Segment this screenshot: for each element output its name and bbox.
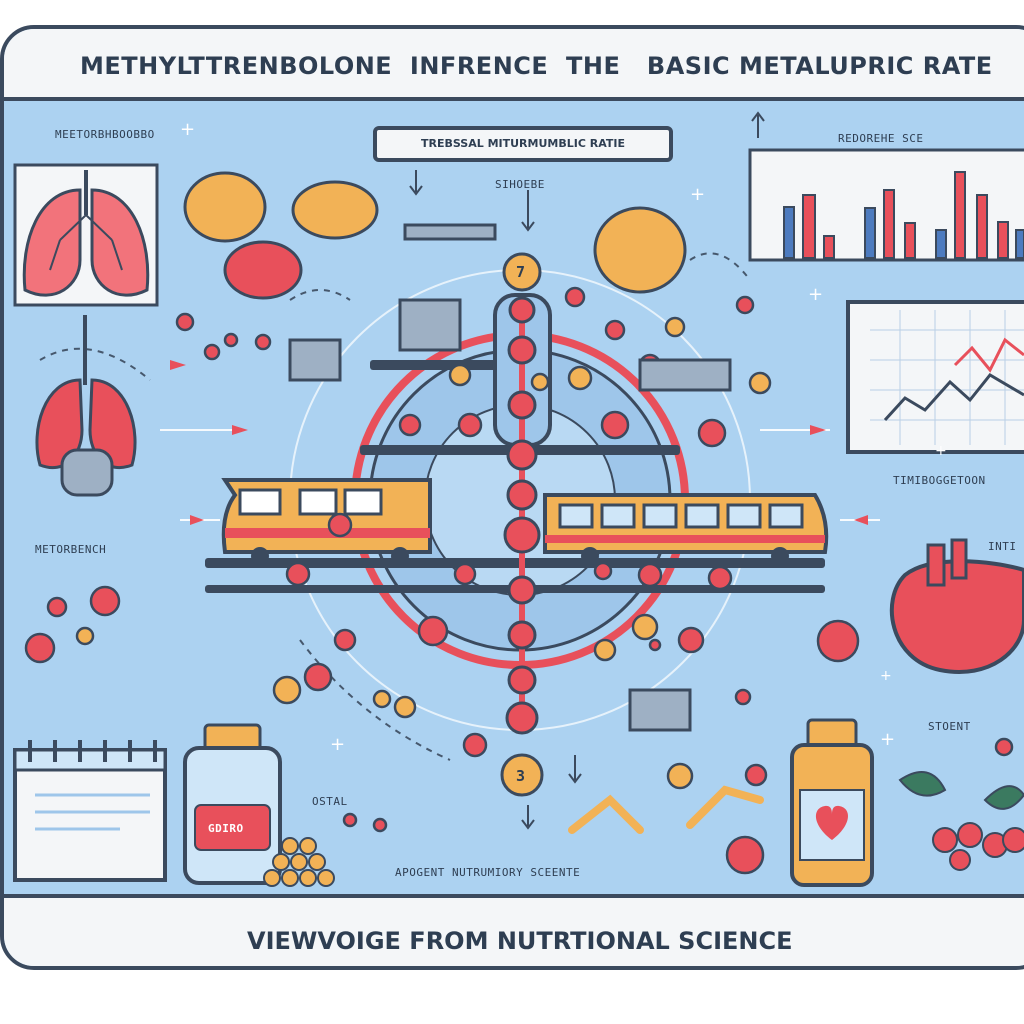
sparkle-icons: + + + + + + + bbox=[180, 119, 947, 755]
svg-text:+: + bbox=[935, 443, 947, 459]
label-lower-right: STOENT bbox=[928, 720, 971, 733]
plant-icon bbox=[898, 771, 1024, 871]
brain-icon bbox=[183, 171, 687, 294]
down-arrow-icons bbox=[409, 111, 765, 830]
supplement-bottle-icon bbox=[790, 718, 874, 887]
train-right-icon bbox=[543, 493, 829, 565]
svg-text:+: + bbox=[330, 734, 345, 755]
lungs-icon-lower bbox=[35, 315, 137, 497]
arrow-icons bbox=[170, 360, 868, 525]
calendar-icon bbox=[13, 740, 167, 882]
footer-band bbox=[4, 894, 1024, 966]
label-top-right: REDOREHE SCE bbox=[838, 132, 924, 145]
bottle-label: GDIRO bbox=[208, 822, 244, 835]
train-left-icon bbox=[221, 478, 432, 565]
line-chart-icon bbox=[846, 300, 1024, 454]
scattered-molecules-orange bbox=[75, 316, 772, 790]
machine-icon bbox=[288, 223, 732, 732]
page-title: METHYLTTRENBOLONE INFRENCE THE BASIC MET… bbox=[80, 52, 993, 80]
header-band bbox=[4, 29, 1024, 101]
heart-icon bbox=[889, 538, 1024, 674]
pill-icon bbox=[263, 837, 335, 887]
molecule-chain-icon bbox=[493, 252, 552, 797]
label-bottom-center: APOGENT NUTRUMIORY SCEENTE bbox=[395, 866, 581, 879]
label-top-left: MEETORBHBOOBBO bbox=[55, 128, 155, 141]
svg-text:+: + bbox=[880, 668, 892, 684]
label-lower-center-left: OSTAL bbox=[312, 795, 348, 808]
bar-chart-icon bbox=[748, 148, 1024, 262]
svg-text:+: + bbox=[690, 184, 705, 205]
organ-icon bbox=[223, 240, 303, 300]
svg-text:+: + bbox=[180, 119, 195, 140]
footer-title: VIEWVOIGE FROM NUTRTIONAL SCIENCE bbox=[247, 927, 793, 955]
label-right-partial: INTI bbox=[988, 540, 1017, 553]
molecule-link-icon bbox=[568, 785, 764, 834]
label-middle-right: TIMIBOGGETOON bbox=[893, 474, 986, 487]
step-number-bottom: 3 bbox=[516, 767, 526, 785]
lungs-icon bbox=[13, 163, 159, 307]
step-number-top: 7 bbox=[516, 263, 526, 281]
label-top-center: SIHOEBE bbox=[495, 178, 545, 191]
label-middle-left: METORBENCH bbox=[35, 543, 107, 556]
svg-text:+: + bbox=[880, 729, 895, 750]
bottle-icon bbox=[183, 723, 282, 885]
center-tag: TREBSSAL MITURMUMBLIC RATIE bbox=[373, 126, 673, 162]
svg-text:+: + bbox=[808, 284, 823, 305]
